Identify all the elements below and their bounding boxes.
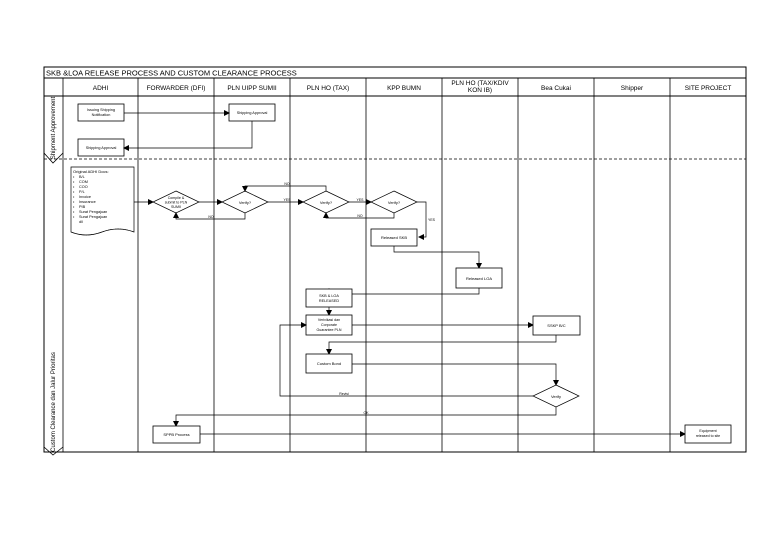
flow-label-yes-1: YES: [283, 198, 291, 202]
svg-text:•: •: [73, 195, 75, 199]
sskp-bc-label: SSKP B/C: [547, 323, 565, 328]
svg-text:Corporate: Corporate: [321, 323, 337, 327]
connector-revisi-loop: [279, 322, 533, 397]
svg-text:B/L: B/L: [79, 175, 85, 179]
flow-label-no-2: NO: [284, 182, 290, 186]
column-header-bea-cukai: Bea Cukai: [541, 85, 571, 92]
verify-uipp-label: Verify?: [239, 200, 252, 205]
diagram-title: SKB &LOA RELEASE PROCESS AND CUSTOM CLEA…: [46, 69, 297, 78]
shipping-approval-uipp-label: Shipping Approval: [237, 111, 268, 115]
sppb-process-label: SPPB Process: [163, 432, 189, 437]
connector-uipp-no-loop: [173, 212, 246, 220]
flow-label-no-3: NO: [357, 214, 363, 218]
svg-text:•: •: [73, 185, 75, 189]
column-header-pln-uipp: PLN UIPP SUMII: [227, 85, 277, 92]
svg-text:SUMII: SUMII: [171, 205, 181, 209]
released-skb-label: Released SKB: [381, 235, 407, 240]
column-header-pln-ho-kdiv-line1: PLN HO (TAX/KDIV: [451, 80, 509, 87]
verify-ho-label: Verify?: [320, 200, 333, 205]
svg-text:Surat Pengajuan: Surat Pengajuan: [79, 215, 107, 219]
svg-text:Equipment: Equipment: [699, 429, 716, 433]
flow-label-revisi: Revisi: [339, 392, 349, 396]
flow-label-no-1: NO: [208, 215, 214, 219]
connector-ok-to-sppb: [173, 407, 557, 427]
docs-list: •B/L •COM •COO •P/L •Invoice •Insurance …: [73, 175, 107, 224]
verify-bea-cukai-label: Verify: [551, 394, 561, 399]
custom-bond-box: [305, 353, 353, 374]
svg-text:submit to PLN: submit to PLN: [165, 201, 188, 205]
connector-kpp-yes: [417, 201, 427, 240]
connector-custom-bond-to-verify: [352, 363, 559, 386]
phase-label-shipment: Shipment Approvement: [51, 96, 57, 159]
svg-text:Compile &: Compile &: [168, 196, 185, 200]
flow-label-ok: OK: [363, 411, 369, 415]
skb-loa-released-box: [305, 288, 353, 308]
svg-text:Notification: Notification: [92, 113, 111, 117]
svg-text:•: •: [73, 205, 75, 209]
svg-text:•: •: [73, 180, 75, 184]
svg-text:•: •: [73, 215, 75, 219]
svg-text:•: •: [73, 200, 75, 204]
svg-text:•: •: [73, 190, 75, 194]
docs-heading: Original ADHI Docs:: [73, 169, 109, 174]
custom-bond-label: Custom Bond: [317, 361, 341, 366]
svg-text:COM: COM: [79, 180, 88, 184]
svg-text:COO: COO: [79, 185, 88, 189]
diagram-frame: [43, 66, 747, 453]
svg-text:•: •: [73, 175, 75, 179]
issuing-shipping-notification-box: [77, 103, 125, 122]
column-header-forwarder: FORWARDER (DFI): [147, 85, 206, 92]
equipment-released-box: [684, 424, 732, 444]
column-header-kpp-bumn: KPP BUMN: [387, 85, 421, 92]
verify-kpp-label: Verify?: [388, 200, 401, 205]
svg-text:Guarantee PLN: Guarantee PLN: [317, 328, 342, 332]
svg-text:Surat Pengajuan: Surat Pengajuan: [79, 210, 107, 214]
svg-text:Issuing Shipping: Issuing Shipping: [87, 108, 115, 112]
shipping-approval-adhi-label: Shipping Approval: [86, 146, 117, 150]
svg-text:SKB & LOA: SKB & LOA: [319, 294, 339, 298]
connector-kpp-no-loop: [323, 212, 395, 219]
svg-text:released to site: released to site: [696, 434, 720, 438]
svg-text:Invoice: Invoice: [79, 195, 91, 199]
column-header-pln-ho-kdiv-line2: KON IB): [468, 87, 492, 94]
column-header-pln-ho-tax: PLN HO (TAX): [307, 85, 350, 92]
svg-text:Insurance: Insurance: [79, 200, 96, 204]
sskp-bc-box: [532, 315, 581, 336]
svg-text:PIB: PIB: [79, 205, 86, 209]
connector-approval-to-adhi: [123, 121, 253, 151]
flow-label-yes-3: YES: [428, 218, 436, 222]
svg-text:Verivikasi dan: Verivikasi dan: [318, 318, 340, 322]
connector-ho-no-loop: [242, 185, 327, 192]
phase-label-custom-clearance: Custom Clearance dan Jalur Prioritas: [51, 352, 57, 452]
connector-sskp-to-custom-bond: [326, 335, 557, 355]
column-header-adhi: ADHI: [93, 85, 109, 92]
column-header-shipper: Shipper: [621, 85, 644, 92]
column-header-site-project: SITE PROJECT: [685, 85, 732, 92]
svg-text:•: •: [73, 210, 75, 214]
sppb-process-box: [152, 425, 201, 444]
released-loa-label: Released LOA: [466, 276, 492, 281]
svg-text:P/L: P/L: [79, 190, 85, 194]
connector-skb-to-loa: [393, 246, 482, 269]
svg-text:RELEASED: RELEASED: [319, 299, 340, 303]
svg-text:dll: dll: [79, 220, 83, 224]
flow-label-yes-2: YES: [356, 198, 364, 202]
